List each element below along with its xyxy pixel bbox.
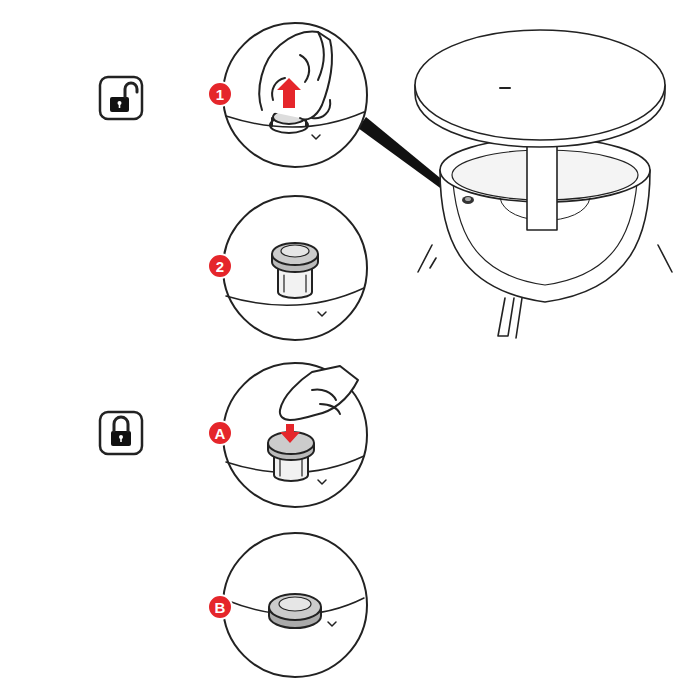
detail-inset [223, 533, 367, 677]
callout-text: 1 [216, 87, 224, 102]
callout-text: A [215, 426, 226, 441]
callout-number: A [207, 420, 233, 446]
detail-inset [223, 363, 367, 507]
callout-number: 1 [207, 81, 233, 107]
callout-text: 2 [216, 259, 224, 274]
detail-inset [223, 196, 367, 340]
callout-number: 2 [207, 253, 233, 279]
callout-text: B [215, 600, 226, 615]
callout-number: B [207, 594, 233, 620]
cooler-table [415, 30, 672, 338]
lock-icon [100, 412, 142, 454]
unlock-icon [100, 77, 142, 119]
detail-inset [223, 23, 367, 167]
